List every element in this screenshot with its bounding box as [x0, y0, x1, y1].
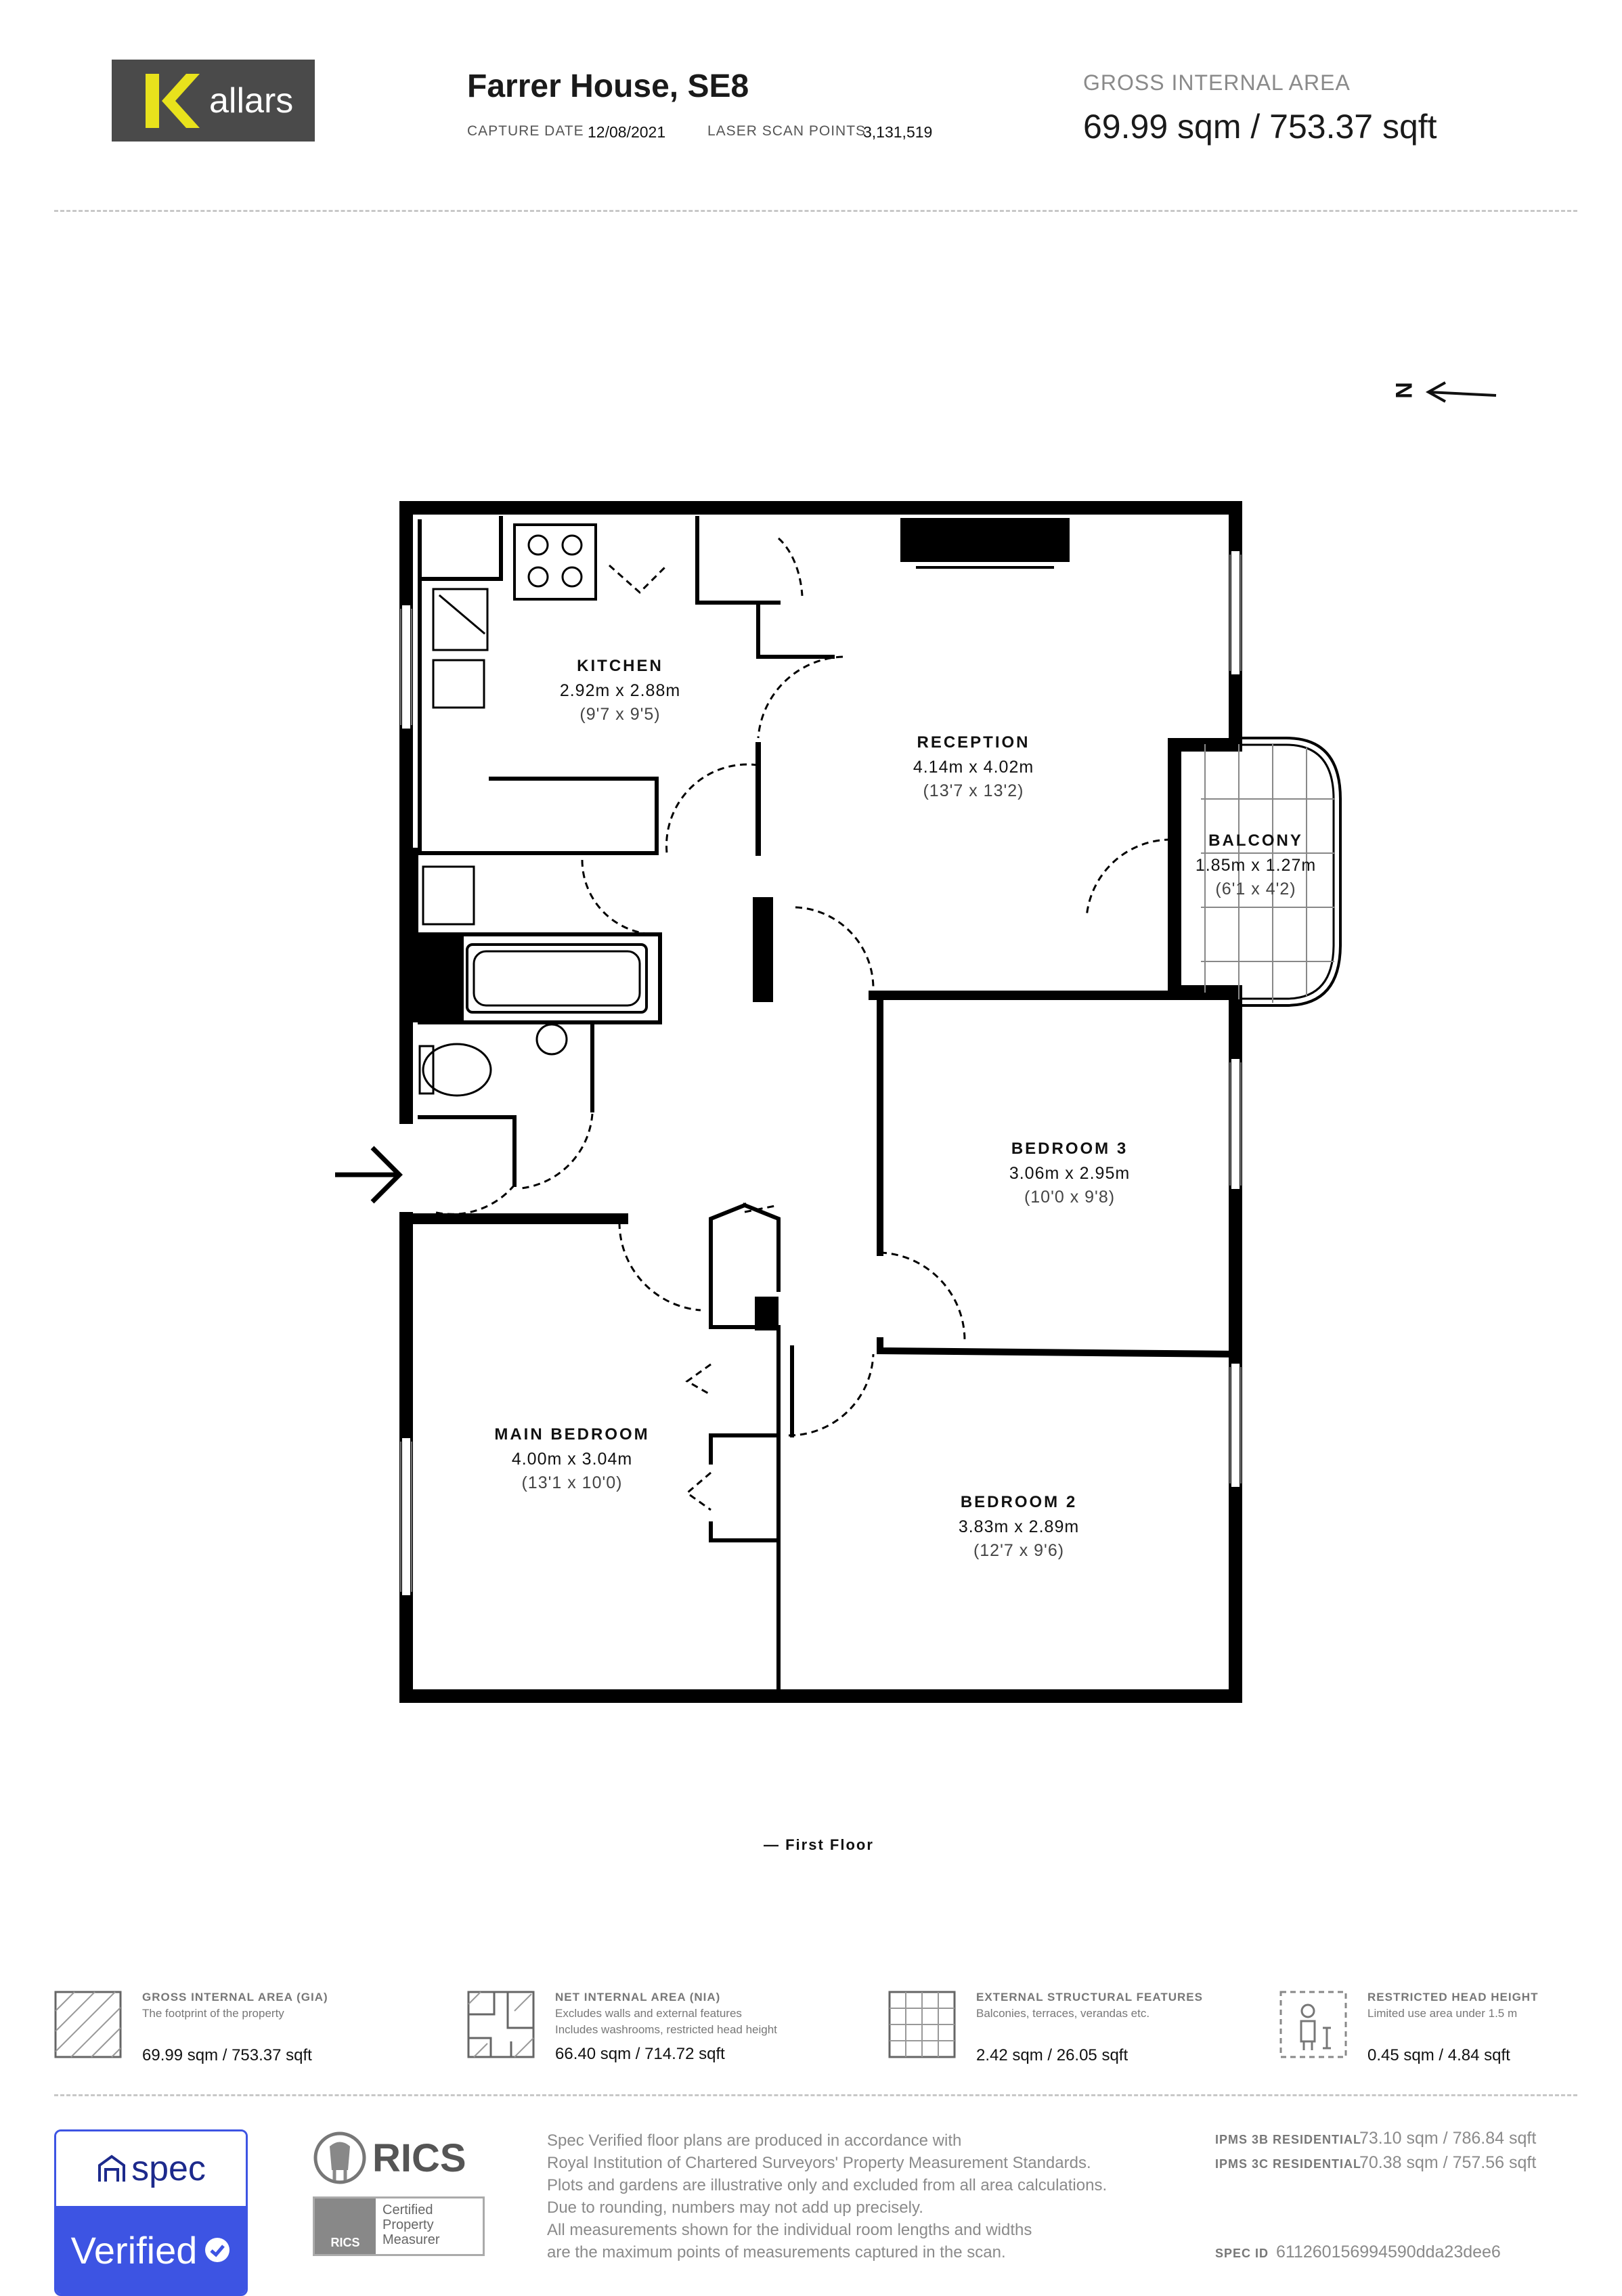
room-imperial: (6'1 x 4'2)	[1215, 880, 1296, 898]
rics-badge-line: Certified	[382, 2203, 433, 2217]
ipms-3b-label: IPMS 3B RESIDENTIAL	[1215, 2133, 1362, 2146]
rics-badge-line: Measurer	[382, 2232, 440, 2247]
check-circle-icon	[205, 2238, 230, 2262]
disclaimer-line: Due to rounding, numbers may not add up …	[547, 2198, 923, 2217]
rics-badge-seal: RICS	[315, 2198, 376, 2254]
room-name: RECEPTION	[917, 733, 1030, 752]
spec-verified-badge: spec Verified	[54, 2129, 248, 2296]
legend-title: EXTERNAL STRUCTURAL FEATURES	[976, 1991, 1203, 2003]
room-metric: 3.06m x 2.95m	[1009, 1164, 1131, 1183]
kallars-logo-mark-icon	[146, 73, 200, 128]
rics-lion-icon	[313, 2131, 366, 2184]
room-metric: 4.00m x 3.04m	[511, 1450, 633, 1469]
gia-header-label: GROSS INTERNAL AREA	[1083, 70, 1351, 95]
room-name: BEDROOM 3	[1011, 1140, 1128, 1158]
legend-description: Includes washrooms, restricted head heig…	[555, 2023, 777, 2036]
spec-id-label: SPEC ID	[1215, 2247, 1269, 2260]
footer-divider	[54, 2094, 1577, 2096]
room-imperial: (9'7 x 9'5)	[579, 705, 661, 724]
room-name: KITCHEN	[577, 657, 663, 675]
room-imperial: (12'7 x 9'6)	[973, 1541, 1065, 1560]
entrance-arrow-icon	[335, 1146, 403, 1204]
rics-logo: RICS	[313, 2129, 466, 2187]
spec-badge-top: spec	[56, 2131, 246, 2206]
capture-date-value: 12/08/2021	[588, 123, 666, 141]
legend-description: Balconies, terraces, verandas etc.	[976, 2007, 1150, 2020]
room-metric: 4.14m x 4.02m	[913, 758, 1034, 777]
room-balcony: BALCONY 1.85m x 1.27m (6'1 x 4'2)	[1120, 831, 1391, 899]
legend-title: GROSS INTERNAL AREA (GIA)	[142, 1991, 328, 2003]
room-imperial: (10'0 x 9'8)	[1024, 1188, 1116, 1207]
room-kitchen: KITCHEN 2.92m x 2.88m (9'7 x 9'5)	[485, 657, 755, 724]
spec-house-icon	[98, 2154, 126, 2182]
scan-points-value: 3,131,519	[863, 123, 933, 141]
room-imperial: (13'1 x 10'0)	[521, 1473, 623, 1492]
spec-id-value: 611260156994590dda23dee6	[1276, 2243, 1501, 2261]
gia-header-value: 69.99 sqm / 753.37 sqft	[1083, 108, 1437, 146]
disclaimer-line: are the maximum points of measurements c…	[547, 2243, 1006, 2261]
property-title: Farrer House, SE8	[467, 68, 749, 104]
room-name: BALCONY	[1208, 831, 1303, 850]
scan-points-label: LASER SCAN POINTS	[707, 123, 867, 139]
room-bedroom-3: BEDROOM 3 3.06m x 2.95m (10'0 x 9'8)	[934, 1140, 1205, 1207]
room-bedroom-2: BEDROOM 2 3.83m x 2.89m (12'7 x 9'6)	[883, 1493, 1154, 1561]
gia-hatch-icon	[54, 1991, 122, 2058]
floor-plan	[399, 501, 1342, 1703]
disclaimer-line: Spec Verified floor plans are produced i…	[547, 2131, 962, 2150]
room-metric: 2.92m x 2.88m	[559, 681, 681, 700]
room-metric: 1.85m x 1.27m	[1195, 856, 1317, 875]
room-main-bedroom: MAIN BEDROOM 4.00m x 3.04m (13'1 x 10'0)	[437, 1425, 707, 1493]
legend-value: 69.99 sqm / 753.37 sqft	[142, 2046, 312, 2064]
capture-date-label: CAPTURE DATE	[467, 123, 584, 139]
spec-brand: spec	[131, 2149, 206, 2188]
ipms-3b-value: 73.10 sqm / 786.84 sqft	[1359, 2129, 1537, 2148]
room-name: MAIN BEDROOM	[494, 1425, 650, 1444]
nia-hatch-icon	[467, 1991, 535, 2058]
company-logo: allars	[112, 60, 315, 142]
legend-value: 66.40 sqm / 714.72 sqft	[555, 2045, 725, 2063]
disclaimer-line: Plots and gardens are illustrative only …	[547, 2176, 1108, 2194]
spec-badge-bottom: Verified	[56, 2206, 246, 2294]
legend-title: RESTRICTED HEAD HEIGHT	[1367, 1991, 1539, 2003]
rics-certified-badge: RICS Certified Property Measurer	[313, 2196, 485, 2256]
room-imperial: (13'7 x 13'2)	[923, 781, 1024, 800]
rics-badge-line: Property	[382, 2217, 434, 2232]
north-arrow-icon	[1425, 381, 1497, 403]
room-metric: 3.83m x 2.89m	[958, 1517, 1080, 1536]
room-reception: RECEPTION 4.14m x 4.02m (13'7 x 13'2)	[838, 733, 1109, 801]
outer-wall	[399, 501, 1242, 684]
floor-label: — First Floor	[764, 1836, 874, 1853]
ipms-3c-label: IPMS 3C RESIDENTIAL	[1215, 2157, 1362, 2171]
legend-value: 0.45 sqm / 4.84 sqft	[1367, 2046, 1510, 2064]
disclaimer-line: Royal Institution of Chartered Surveyors…	[547, 2154, 1091, 2172]
external-grid-icon	[888, 1991, 956, 2058]
disclaimer-text: Spec Verified floor plans are produced i…	[547, 2129, 1197, 2263]
legend-title: NET INTERNAL AREA (NIA)	[555, 1991, 721, 2003]
legend-description: Excludes walls and external features	[555, 2007, 742, 2020]
legend-description: The footprint of the property	[142, 2007, 284, 2020]
rics-wordmark: RICS	[372, 2136, 466, 2180]
header-divider	[54, 210, 1577, 212]
room-name: BEDROOM 2	[960, 1493, 1078, 1511]
spec-verified-label: Verified	[70, 2228, 198, 2272]
restricted-height-person-icon	[1279, 1991, 1347, 2058]
logo-wordmark: allars	[209, 81, 294, 121]
ipms-3c-value: 70.38 sqm / 757.56 sqft	[1359, 2153, 1537, 2172]
rics-badge-abbr: RICS	[330, 2236, 360, 2249]
disclaimer-line: All measurements shown for the individua…	[547, 2221, 1032, 2239]
legend-description: Limited use area under 1.5 m	[1367, 2007, 1518, 2020]
compass: N	[1390, 376, 1497, 410]
legend-value: 2.42 sqm / 26.05 sqft	[976, 2046, 1128, 2064]
